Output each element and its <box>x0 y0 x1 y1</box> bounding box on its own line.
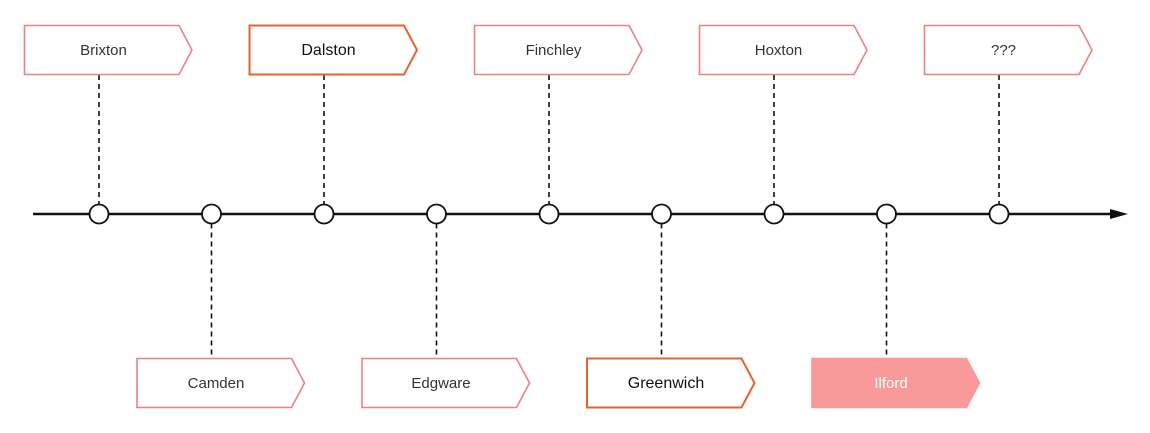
timeline-tag: Hoxton <box>698 24 868 76</box>
tag-shape <box>361 357 531 409</box>
tag-shape <box>23 24 193 76</box>
tag-shape <box>473 24 643 76</box>
tag-shape <box>248 24 419 76</box>
timeline-tag: Camden <box>136 357 306 409</box>
tag-shape <box>586 357 756 409</box>
timeline-tag: Greenwich <box>586 357 756 409</box>
tag-label: Greenwich <box>628 375 704 392</box>
tag-label: Edgware <box>411 375 470 392</box>
timeline-node <box>763 203 785 225</box>
tag-label: Camden <box>188 375 245 392</box>
tag-shape <box>811 357 981 409</box>
tag-label: Brixton <box>80 42 127 59</box>
timeline-node <box>876 203 897 225</box>
timeline-tag: ??? <box>923 24 1093 76</box>
timeline-tag: Brixton <box>23 24 193 76</box>
tag-shape <box>923 24 1093 76</box>
timeline-tag: Edgware <box>361 357 531 409</box>
tag-label: Dalston <box>301 42 355 59</box>
timeline-tag: Ilford <box>811 357 981 409</box>
timeline-node <box>201 203 222 225</box>
timeline-tag: Finchley <box>473 24 643 76</box>
timeline-node <box>88 203 110 225</box>
timeline-tag: Dalston <box>248 24 419 76</box>
tag-label: Finchley <box>526 42 582 59</box>
timeline-node <box>988 203 1010 225</box>
axis-arrow-icon <box>1110 209 1128 219</box>
timeline-node <box>538 203 560 225</box>
tag-label: Ilford <box>874 375 907 392</box>
tag-shape <box>136 357 306 409</box>
timeline-node <box>651 203 672 225</box>
tag-label: Hoxton <box>755 42 803 59</box>
timeline-node <box>313 203 335 225</box>
timeline-node <box>426 203 447 225</box>
tag-shape <box>698 24 868 76</box>
tag-label: ??? <box>991 42 1016 59</box>
